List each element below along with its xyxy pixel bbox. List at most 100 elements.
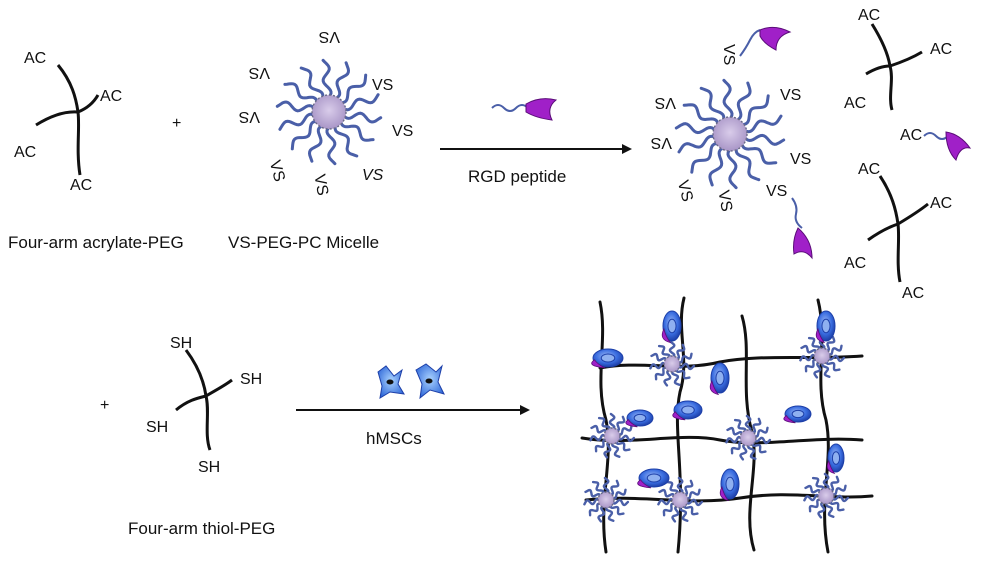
peg-chain [283,82,320,106]
vs-label: VS [239,108,260,125]
micelle-core [663,355,681,373]
rgd-peptide-icon [637,479,652,489]
peg-chain [591,480,605,496]
ac-label: AC [24,50,46,67]
peg-chain [615,439,631,452]
rgd-peptide-icon [791,197,813,260]
peg-chain [828,475,840,492]
hmsc-cell-icon [377,365,405,399]
peg-chain [650,352,668,363]
peg-chain [608,479,620,496]
peg-chain [825,359,841,372]
peg-chain [817,500,826,519]
peg-chain [603,440,612,459]
hmsc-cell-icon [415,363,445,400]
cell-nucleus [791,409,805,419]
peg-chain [821,361,831,378]
micelle-core [671,491,689,509]
peg-chain [690,141,722,174]
peg-chain [803,493,821,502]
rgd-peptide-icon [625,419,638,428]
peg-chain [685,498,704,507]
peg-chain [739,140,778,165]
peg-chain [811,476,825,492]
peg-crossbar [35,94,100,127]
vs-label: VS [655,94,676,111]
peg-chain [333,122,359,158]
cell [826,443,845,475]
acrylate-peg-with-rgd: AC [900,127,972,161]
ac-label: AC [930,195,952,212]
rgd-peptide-icon [783,415,796,424]
peg-chain [822,472,830,491]
vs-label: VS [674,179,696,204]
cell-nucleus [681,405,695,415]
peg-chain [278,112,318,131]
peg-chain [608,412,616,431]
micelle-core [597,491,615,509]
plus-sign: + [100,397,109,414]
peg-chain [750,417,762,434]
peg-chain [751,441,767,454]
ac-label: AC [844,255,866,272]
rgd-peptide-icon [709,379,720,396]
peg-chain [654,366,669,381]
peg-chain [589,433,607,442]
micelle-core [813,347,831,365]
peg-chain [739,442,748,461]
peg-chain [605,505,615,522]
peg-chain [337,73,368,105]
ac-label: AC [900,127,922,144]
ac-label: AC [930,41,952,58]
peg-chain [617,434,636,443]
ac-label: AC [844,95,866,112]
peg-chain [807,336,821,352]
vs-label: VS [714,189,734,213]
vs-label: VS [392,123,413,140]
vs-label: VS [310,173,330,197]
peg-chain [722,78,734,122]
vs-label: VS [249,64,270,81]
micelle-core [712,116,748,152]
peg-chain [708,145,727,187]
label-hmscs: hMSCs [366,429,422,448]
rgd-micelle [674,78,786,190]
peg-chain [747,443,757,460]
peg-chain [677,362,696,371]
vs-label: VS [720,44,737,65]
rgd-peptide-icon [815,327,826,344]
cell-nucleus [725,476,735,492]
acrylate-peg-molecule: AC AC AC AC [844,161,952,302]
peg-chain [610,488,627,500]
peg-chain [321,58,333,100]
peg-chain [813,360,822,379]
rgd-peptide-icon [945,131,972,161]
rgd-peptide-icon [672,411,686,421]
cell [672,400,703,421]
peg-chain [826,344,843,356]
peg-chain [590,424,608,435]
peg-chain [733,418,747,434]
cell [815,310,836,344]
acrylate-peg-molecule: AC AC AC AC [14,50,122,194]
vs-label: VS [651,134,672,151]
peg-chain [753,436,772,445]
peg-chain [799,353,817,362]
peg-chain [827,354,846,363]
cell-nucleus [633,413,647,423]
peg-chain [676,352,693,364]
ac-label: AC [902,285,924,302]
vs-label: VS [790,151,811,168]
peg-chain [307,123,326,163]
rgd-peptide-icon [826,459,836,475]
peg-chain [611,441,621,458]
peg-linker [923,132,949,140]
peg-chain [611,498,630,507]
peg-chain [594,438,609,453]
peg-chain [726,426,744,437]
peg-chain [744,414,752,433]
micelle-core [603,427,621,445]
cell [709,362,730,396]
cell-nucleus [715,370,725,386]
